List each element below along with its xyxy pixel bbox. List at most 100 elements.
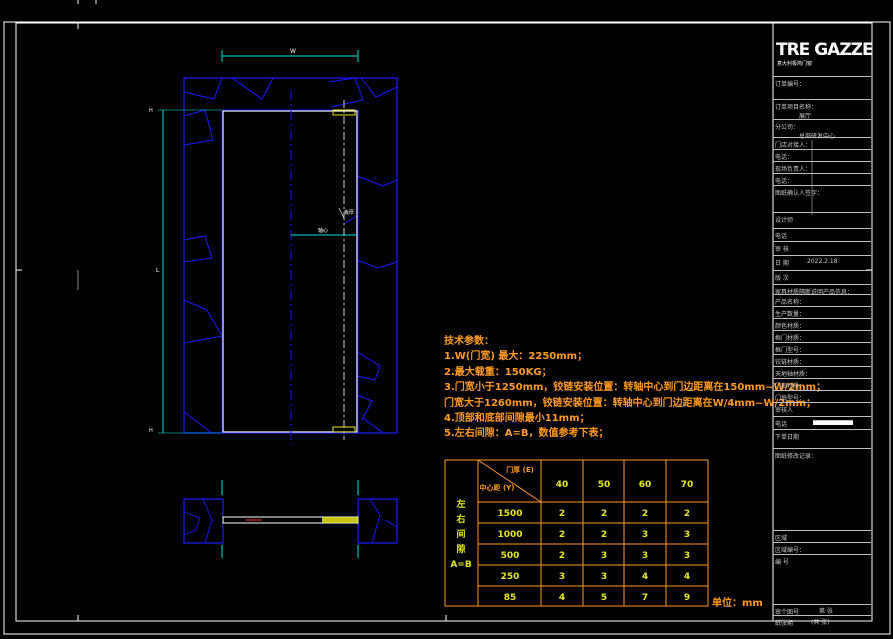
table-col-header: 40: [556, 480, 569, 490]
title-block-label: 版 次: [775, 275, 789, 282]
title-block-row: 电话：: [773, 149, 871, 161]
title-block-row: 现场负责人：: [773, 161, 871, 173]
title-block-row: 设计师: [773, 212, 871, 224]
title-block-row: 订单编号：: [773, 76, 871, 88]
table-cell: 2: [559, 551, 565, 561]
table-cell: 4: [559, 593, 565, 603]
table-cell: 3: [601, 572, 607, 582]
dim-bottom-gap-label: H: [149, 428, 153, 434]
title-block-label: 产品名称：: [775, 299, 806, 306]
plan-break-lines: [183, 498, 398, 544]
brand-logo-sub: 意大利极简门窗: [777, 61, 813, 67]
table-cell: 3: [642, 551, 648, 561]
top-pivot: [332, 109, 356, 116]
title-block-row: 门扇型号：: [773, 390, 871, 402]
title-block-label: 框门型号：: [775, 347, 806, 354]
title-block-row: 门扇材质：: [773, 378, 871, 390]
title-block-row: 框门材质：: [773, 330, 871, 342]
plan-wall-left: [183, 498, 224, 544]
title-block-label: 设计师: [775, 217, 794, 224]
table-cell: 7: [642, 593, 648, 603]
note-5: 5.左右间隙：A=B，数值参考下表；: [444, 428, 609, 440]
title-block-label: 图纸确认人签字：: [775, 190, 824, 197]
title-block-row: 纸张期 (共 张): [773, 615, 871, 627]
title-block-label: 天地轴材质：: [775, 371, 812, 378]
table-header-center: 中心距 (Y): [480, 483, 515, 492]
title-block-label: 订单编号：: [775, 81, 806, 88]
bottom-pivot: [332, 426, 356, 433]
technical-notes: 技术参数： 1.W(门宽) 最大：2250mm； 2.最大载重：150KG； 3…: [444, 334, 826, 442]
note-4: 4.顶部和底部间隙最小11mm；: [444, 413, 590, 425]
table-cell: 5: [601, 593, 607, 603]
wall-break-lines: [183, 77, 398, 434]
brand-logo: TRE GAZZE: [776, 40, 874, 60]
title-block-label: 审核人: [775, 407, 794, 414]
title-block-label: 电话: [775, 233, 788, 240]
title-block-value: 总部研发中心: [799, 133, 836, 140]
sheet-outer-border: [3, 21, 891, 635]
title-block-row: 生产数量：: [773, 306, 871, 318]
title-block-row: 铰链材质：: [773, 354, 871, 366]
unit-label: 单位：mm: [712, 598, 763, 609]
title-block-label: 纸张期: [775, 620, 794, 627]
title-block-label: 审个图号: [775, 609, 800, 616]
table-side-label-char: 左: [455, 498, 465, 510]
table-side-label-char: 间: [456, 528, 465, 540]
table-side-label-char: A=B: [450, 560, 472, 570]
gap-table-grid: [444, 459, 709, 607]
title-block-row: 版 次: [773, 270, 871, 282]
title-block-label: 电话：: [775, 154, 794, 161]
title-block-label: 门店对接人：: [775, 142, 812, 149]
table-cell: 2: [684, 509, 690, 519]
title-block-label: 框门材质：: [775, 335, 806, 342]
title-block-row: 图纸确认人签字：: [773, 185, 871, 197]
plan-wall-right: [357, 498, 398, 544]
title-block-row: 审核人: [773, 402, 871, 414]
title-block: 订单编号： 订单项目名称： 展厅分公司： 总部研发中心门店对接人： 电话： 现场负责人： 电…: [773, 23, 871, 627]
title-block-row: 框门型号：: [773, 342, 871, 354]
table-cell: 4: [684, 572, 690, 582]
title-block-label: 颜色材质：: [775, 323, 806, 330]
table-row-y: 250: [501, 572, 520, 582]
table-cell: 3: [601, 551, 607, 561]
title-block-label: 现场负责人：: [775, 166, 812, 173]
table-cell: 9: [684, 593, 690, 603]
door-leaf: [222, 110, 358, 433]
dim-width-label: W: [290, 48, 296, 55]
title-block-value: 第 张: [819, 608, 833, 615]
title-block-label: 编 号: [775, 559, 789, 566]
title-block-label: 电话：: [775, 178, 794, 185]
title-block-row: 电话: [773, 228, 871, 240]
table-cell: 2: [601, 509, 607, 519]
title-block-row: 产品名称：: [773, 294, 871, 306]
title-block-label: 电话: [775, 421, 788, 428]
title-block-value: 2022.2.18: [807, 258, 838, 265]
title-block-row: 日 期 2022.2.18: [773, 255, 871, 267]
title-block-label: 铰链材质：: [775, 359, 806, 366]
plan-pivot-fill: [322, 517, 358, 523]
title-block-label: 区域编号：: [775, 547, 806, 554]
note-2: 2.最大载重：150KG；: [444, 366, 552, 378]
table-row-y: 500: [501, 551, 520, 561]
note-1: 1.W(门宽) 最大：2250mm；: [444, 351, 588, 363]
table-cell: 3: [684, 530, 690, 540]
table-cell: 3: [559, 572, 565, 582]
table-cell: 2: [559, 509, 565, 519]
table-header-thickness: 门厚 (E): [506, 465, 534, 474]
title-block-label: 日 期: [775, 260, 789, 267]
title-block-row: 门店对接人：: [773, 137, 871, 149]
title-block-row: 天地轴材质：: [773, 366, 871, 378]
note-3: 3.门宽小于1250mm，铰链安装位置：转轴中心到门边距离在150mm~W/2m…: [444, 382, 827, 394]
title-block-value: (共 张): [811, 619, 830, 626]
title-block-label: 订单项目名称：: [775, 104, 818, 111]
title-block-row: 家具材质隔断说明产品信息：: [773, 284, 871, 296]
title-block-row: 颜色材质：: [773, 318, 871, 330]
table-row-y: 1500: [497, 509, 522, 519]
table-side-label-char: 隙: [456, 543, 465, 555]
dim-axis-label: 轴心: [318, 227, 328, 234]
dim-height-label: L: [156, 267, 160, 274]
title-block-label: 分公司：: [775, 124, 800, 131]
table-cell: 2: [642, 509, 648, 519]
title-block-value: 展厅: [799, 113, 812, 120]
